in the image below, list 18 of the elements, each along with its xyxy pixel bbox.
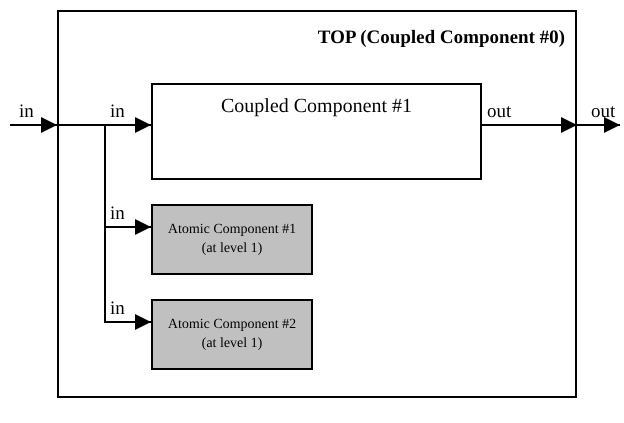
port-label: in — [110, 299, 125, 319]
atomic-component-box — [151, 204, 313, 275]
frame-title: TOP (Coupled Component #0) — [318, 27, 565, 49]
arrow — [10, 117, 57, 133]
arrow — [482, 117, 577, 133]
port-label: in — [110, 102, 125, 122]
port-label: in — [19, 102, 34, 122]
component-box — [151, 83, 482, 180]
atomic-component-box — [151, 299, 313, 370]
arrow — [57, 124, 151, 330]
component-name: Atomic Component #1 (at level 1) — [166, 221, 298, 258]
port-label: in — [110, 204, 125, 224]
coupled-component-frame — [57, 10, 577, 398]
arrow — [577, 117, 620, 133]
component-name: Coupled Component #1 — [220, 95, 414, 118]
component-name: Atomic Component #2 (at level 1) — [166, 316, 298, 353]
port-label: out — [591, 102, 616, 122]
port-label: out — [487, 102, 512, 122]
